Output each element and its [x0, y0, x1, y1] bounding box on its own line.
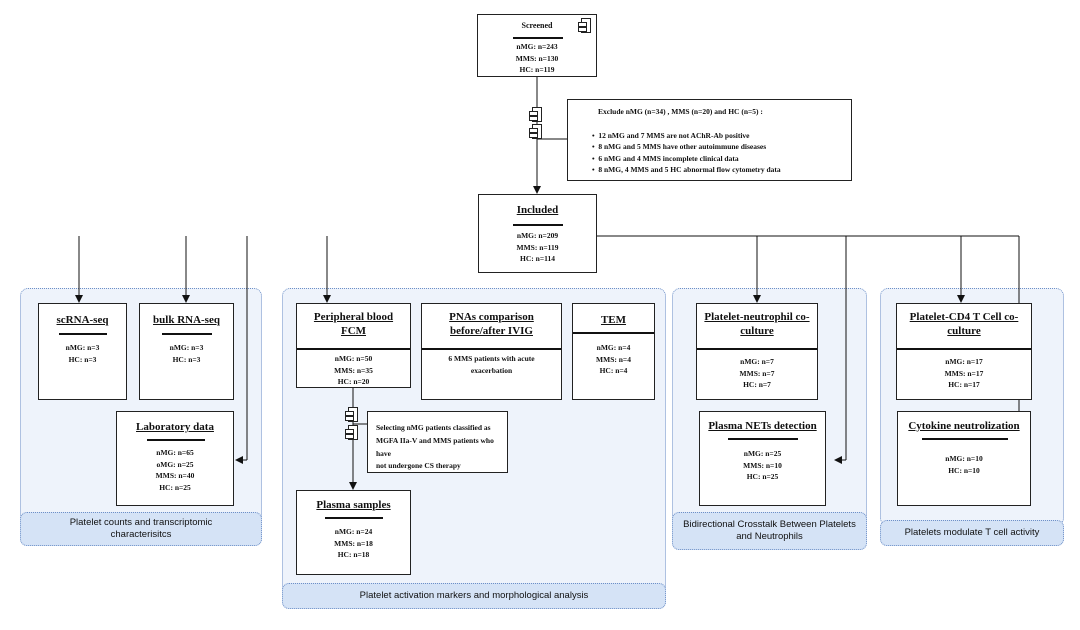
caption-activation: Platelet activation markers and morpholo…	[282, 583, 666, 609]
scrna-seq-box: scRNA-seq nMG: n=3 HC: n=3	[38, 303, 127, 400]
caption-tcell: Platelets modulate T cell activity	[880, 520, 1064, 546]
screened-stats: nMG: n=243 MMS: n=130 HC: n=119	[515, 42, 559, 75]
component-icon	[578, 18, 591, 33]
included-title: Included	[516, 204, 559, 216]
peripheral-blood-fcm-box: Peripheral blood FCM nMG: n=50 MMS: n=35…	[296, 303, 411, 388]
included-rule	[513, 224, 563, 226]
exclude-items: • 12 nMG and 7 MMS are not AChR-Ab posit…	[592, 131, 781, 174]
tem-box: TEM nMG: n=4 MMS: n=4 HC: n=4	[572, 303, 655, 400]
selecting-box: Selecting nMG patients classified as MGF…	[367, 411, 508, 473]
connector-component-icon	[345, 425, 358, 440]
connector-component-icon	[529, 124, 542, 139]
plasma-samples-box: Plasma samples nMG: n=24 MMS: n=18 HC: n…	[296, 490, 411, 575]
screened-rule	[513, 37, 563, 39]
selecting-text: Selecting nMG patients classified as MGF…	[376, 423, 494, 471]
included-stats: nMG: n=209 MMS: n=119 HC: n=114	[516, 231, 559, 264]
laboratory-data-box: Laboratory data nMG: n=65 oMG: n=25 MMS:…	[116, 411, 234, 506]
platelet-cd4-box: Platelet-CD4 T Cell co-culture nMG: n=17…	[896, 303, 1032, 400]
included-box: Included nMG: n=209 MMS: n=119 HC: n=114	[478, 194, 597, 273]
connector-component-icon	[345, 407, 358, 422]
plasma-nets-box: Plasma NETs detection nMG: n=25 MMS: n=1…	[699, 411, 826, 506]
exclude-title: Exclude nMG (n=34) , MMS (n=20) and HC (…	[598, 107, 763, 116]
caption-transcriptomic: Platelet counts and transcriptomic chara…	[20, 512, 262, 546]
cytokine-neutrolization-box: Cytokine neutrolization nMG: n=10 HC: n=…	[897, 411, 1031, 506]
exclude-box: Exclude nMG (n=34) , MMS (n=20) and HC (…	[567, 99, 852, 181]
connector-component-icon	[529, 107, 542, 122]
screened-title: Screened	[521, 21, 553, 30]
platelet-neutrophil-box: Platelet-neutrophil co-culture nMG: n=7 …	[696, 303, 818, 400]
pnas-comparison-box: PNAs comparison before/after IVIG 6 MMS …	[421, 303, 562, 400]
bulk-rna-seq-box: bulk RNA-seq nMG: n=3 HC: n=3	[139, 303, 234, 400]
screened-box: Screened nMG: n=243 MMS: n=130 HC: n=119	[477, 14, 597, 77]
caption-crosstalk: Bidirectional Crosstalk Between Platelet…	[672, 512, 867, 550]
